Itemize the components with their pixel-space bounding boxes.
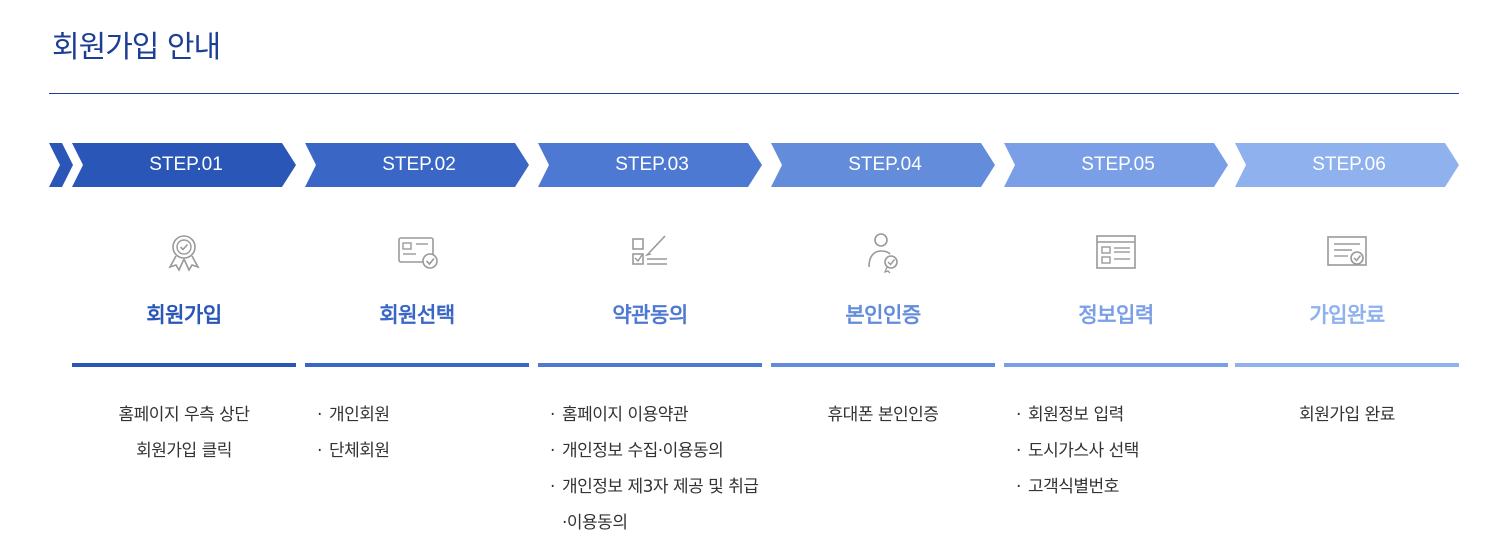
- step-title: 정보입력: [1078, 303, 1154, 327]
- step-bullet-list: 홈페이지 이용약관개인정보 수집·이용동의개인정보 제3자 제공 및 취급·이용…: [538, 397, 762, 540]
- step-banner: STEP.04: [771, 143, 995, 187]
- step-description: 휴대폰 본인인증: [771, 397, 995, 433]
- step-arrow-shape: [1004, 143, 1228, 187]
- step-arrow-fill: [538, 143, 762, 187]
- step-bullet-list: 개인회원단체회원: [305, 397, 529, 469]
- step-arrow-fill: [1004, 143, 1228, 187]
- step-arrow-fill: [72, 143, 296, 187]
- list-item: 도시가스사 선택: [1016, 433, 1228, 469]
- step-number-label: STEP.03: [615, 154, 689, 175]
- step-banner: STEP.02: [305, 143, 529, 187]
- step-banner: STEP.05: [1004, 143, 1228, 187]
- title-divider: [49, 93, 1459, 94]
- step-3: STEP.03 약관동의홈페이지 이용약관개인정보 수집·이용동의개인정보 제3자…: [538, 143, 762, 540]
- list-item: 개인정보 제3자 제공 및 취급·이용동의: [550, 469, 762, 540]
- list-item: 홈페이지 이용약관: [550, 397, 762, 433]
- step-underline: [305, 363, 529, 367]
- step-title: 가입완료: [1309, 303, 1385, 327]
- step-number-label: STEP.06: [1312, 154, 1386, 175]
- award-icon: [168, 235, 200, 272]
- step-title: 약관동의: [612, 303, 688, 327]
- step-arrow-shape: [771, 143, 995, 187]
- list-item: 개인회원: [317, 397, 529, 433]
- step-arrow-fill: [771, 143, 995, 187]
- list-item: 개인정보 수집·이용동의: [550, 433, 762, 469]
- step-arrow-fill: [305, 143, 529, 187]
- list-item: 고객식별번호: [1016, 469, 1228, 505]
- checklist-sign-icon: [632, 235, 667, 265]
- step-number-label: STEP.01: [149, 154, 223, 175]
- form-window-icon: [1096, 235, 1136, 269]
- user-verify-icon: [868, 233, 898, 274]
- step-underline: [1235, 363, 1459, 367]
- step-arrow-shape: [1235, 143, 1459, 187]
- step-number-label: STEP.02: [382, 154, 456, 175]
- step-description-line: 휴대폰 본인인증: [827, 405, 939, 425]
- step-description-line: 홈페이지 우측 상단: [118, 405, 250, 425]
- step-banner: STEP.06: [1235, 143, 1459, 187]
- page-title: 회원가입 안내: [52, 30, 221, 65]
- step-banner: STEP.01: [72, 143, 296, 187]
- list-item: 단체회원: [317, 433, 529, 469]
- step-arrow-shape: [305, 143, 529, 187]
- step-2: STEP.02 회원선택개인회원단체회원: [305, 143, 529, 540]
- step-underline: [1004, 363, 1228, 367]
- step-underline: [771, 363, 995, 367]
- list-item: 회원정보 입력: [1016, 397, 1228, 433]
- step-arrow-fill: [1235, 143, 1459, 187]
- step-description: 회원정보 입력도시가스사 선택고객식별번호: [1004, 397, 1228, 505]
- step-arrow-shape: [538, 143, 762, 187]
- step-description-line: 회원가입 클릭: [136, 441, 232, 461]
- step-arrow-shape: [72, 143, 296, 187]
- step-number-label: STEP.04: [848, 154, 922, 175]
- step-5: STEP.05 정보입력회원정보 입력도시가스사 선택고객식별번호: [1004, 143, 1228, 540]
- step-title: 회원선택: [379, 303, 455, 327]
- step-description: 개인회원단체회원: [305, 397, 529, 469]
- certificate-check-icon: [1327, 236, 1367, 266]
- step-banner: STEP.03: [538, 143, 762, 187]
- step-underline: [538, 363, 762, 367]
- step-description: 홈페이지 이용약관개인정보 수집·이용동의개인정보 제3자 제공 및 취급·이용…: [538, 397, 762, 540]
- step-number-label: STEP.05: [1081, 154, 1155, 175]
- step-description-line: 회원가입 완료: [1299, 405, 1395, 425]
- step-bullet-list: 회원정보 입력도시가스사 선택고객식별번호: [1004, 397, 1228, 505]
- lead-chevron-icon: [49, 143, 73, 187]
- id-card-check-icon: [398, 237, 438, 269]
- step-description: 회원가입 완료: [1235, 397, 1459, 433]
- step-underline: [72, 363, 296, 367]
- step-title: 본인인증: [845, 303, 921, 327]
- step-title: 회원가입: [146, 303, 222, 327]
